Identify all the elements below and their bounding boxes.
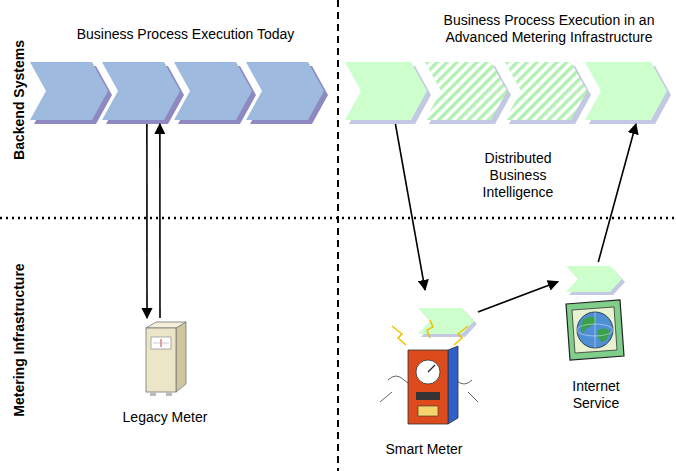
process-lane: Business Process Execution Today	[28, 22, 323, 124]
flow-arrow	[159, 124, 161, 318]
legacy-meter-icon	[146, 322, 186, 396]
node-label: Internet Service	[560, 378, 632, 412]
service-node: Internet Service	[558, 262, 634, 414]
annotation-text: Distributed Business Intelligence	[468, 150, 568, 200]
node-label: Business Process Execution in an Advance…	[424, 12, 674, 46]
divider-dotted	[0, 217, 676, 220]
meter-node: Legacy Meter	[115, 318, 215, 428]
lane-label: Backend Systems	[11, 40, 28, 160]
node-label: Smart Meter	[385, 441, 462, 458]
process-chevrons	[345, 62, 667, 120]
process-chevrons	[30, 62, 324, 120]
flow-arrow	[478, 282, 558, 312]
process-lane: Business Process Execution in an Advance…	[342, 8, 676, 124]
flow-arrow	[395, 124, 425, 290]
flow-arrow	[598, 124, 636, 262]
internet-globe-icon	[566, 300, 624, 360]
smart-meter-icon	[380, 320, 478, 424]
divider-dashed	[337, 0, 339, 471]
node-label: Business Process Execution Today	[77, 26, 295, 43]
node-label: Legacy Meter	[123, 409, 208, 426]
lane-label: Metering Infrastructure	[11, 263, 28, 416]
meter-node: Smart Meter	[370, 290, 478, 460]
flow-arrow	[146, 124, 148, 318]
